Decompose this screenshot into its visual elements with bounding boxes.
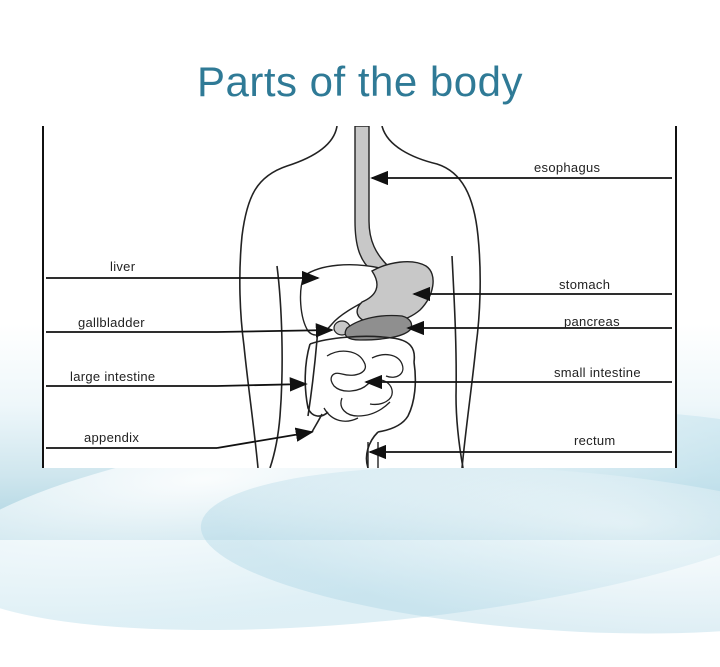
page-title: Parts of the body <box>196 58 524 105</box>
small-intestine-organ <box>323 350 404 422</box>
appendix-arrow <box>216 427 314 449</box>
digestive-system-diagram: liver gallbladder large intestine append… <box>42 126 677 468</box>
pancreas-label: pancreas <box>564 314 620 329</box>
appendix-label: appendix <box>84 430 140 445</box>
rectum-label: rectum <box>574 433 616 448</box>
gallbladder-arrow <box>216 323 334 338</box>
gallbladder-label: gallbladder <box>78 315 145 330</box>
stomach-label: stomach <box>559 277 611 292</box>
esophagus-label: esophagus <box>534 160 601 175</box>
diagram-drawing <box>42 126 677 468</box>
small-intestine-label: small intestine <box>554 365 641 380</box>
liver-organ <box>299 264 388 336</box>
esophagus-organ <box>354 126 390 272</box>
large-intestine-arrow <box>216 377 308 392</box>
large-intestine-label: large intestine <box>70 369 156 384</box>
liver-label: liver <box>110 259 136 274</box>
